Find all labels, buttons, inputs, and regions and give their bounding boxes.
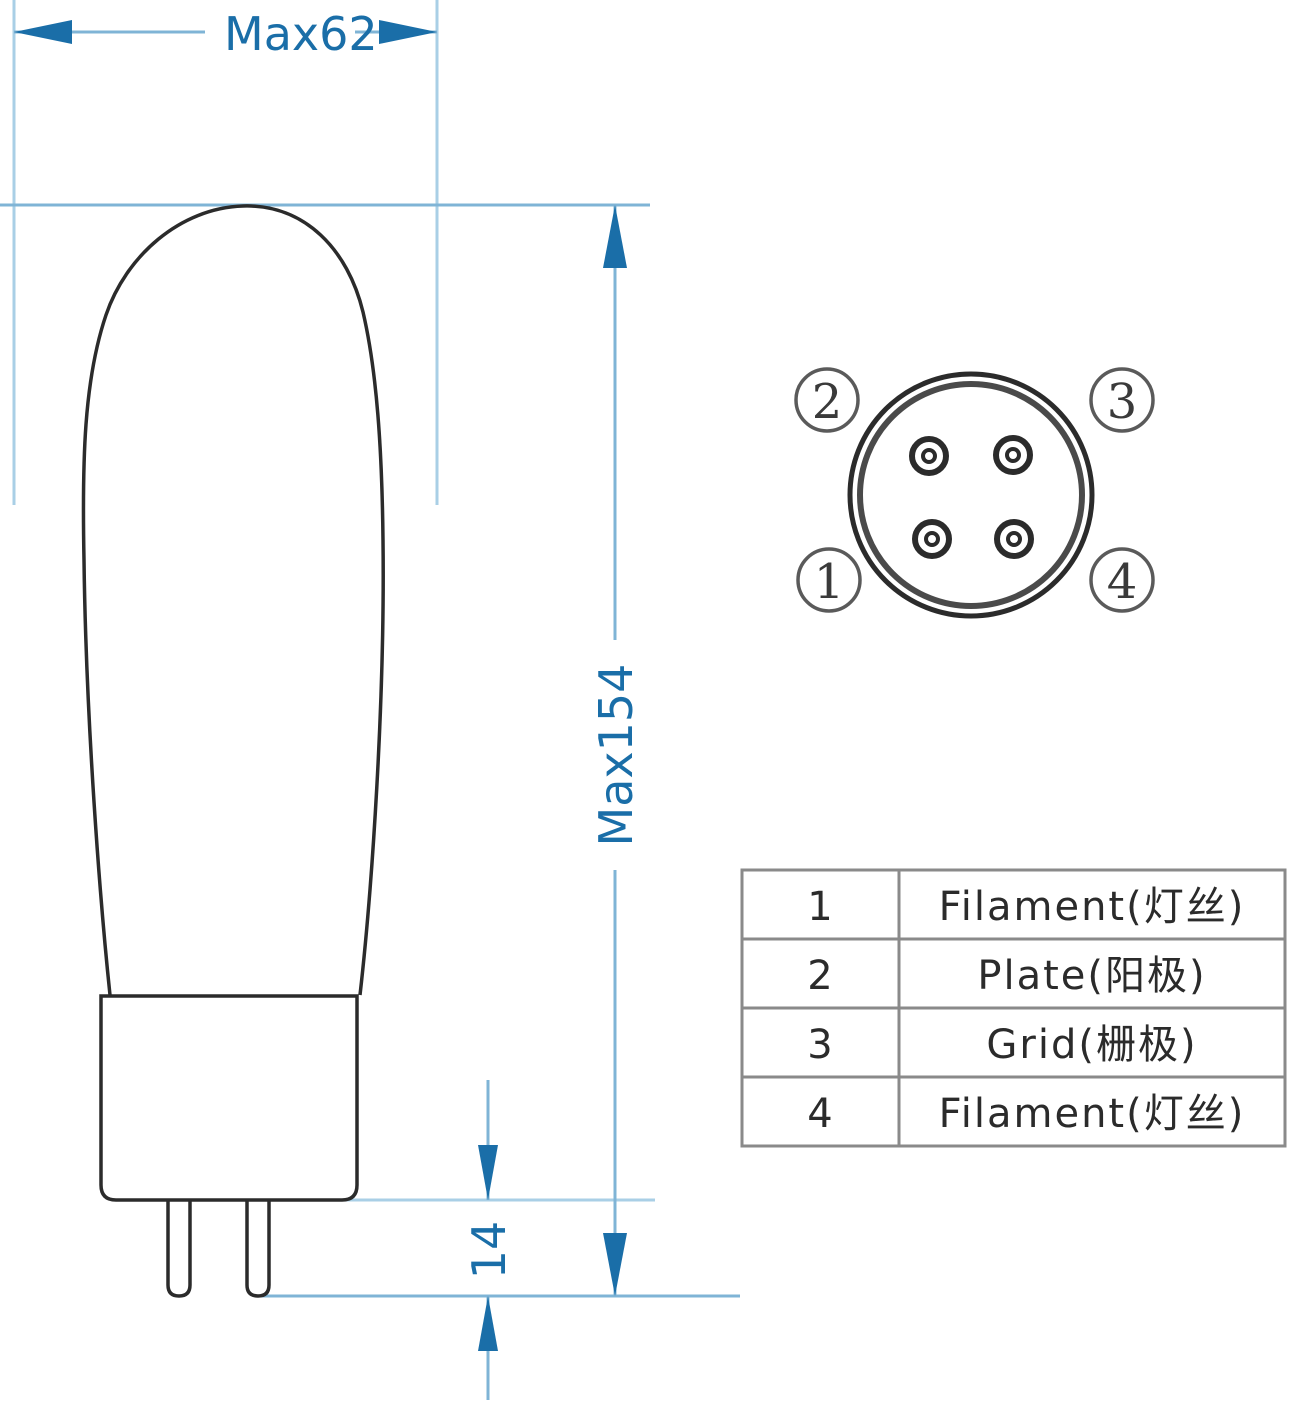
pin-callout-1: 1 [796, 547, 862, 613]
pin-base-view: 2 3 1 4 [794, 367, 1155, 619]
table-row: 1 Filament(灯丝) [807, 884, 1246, 930]
dim-width-label: Max62 [224, 7, 378, 61]
socket-pin-1-hole [912, 519, 952, 559]
tube-pin-right [245, 1200, 271, 1298]
table-cell-number: 3 [807, 1022, 832, 1068]
pin-callout-4: 4 [1089, 547, 1155, 613]
tube-envelope-outline [81, 204, 385, 996]
pin-callouts: 2 3 1 4 [794, 367, 1155, 613]
tube-elevation-view: Max62 Max154 14 [0, 0, 740, 1400]
pin-callout-2: 2 [794, 367, 860, 433]
pin-callout-2-label: 2 [812, 374, 843, 430]
pin-callout-3: 3 [1089, 367, 1155, 433]
pin-callout-4-label: 4 [1107, 554, 1138, 610]
socket-pins [909, 435, 1034, 559]
table-row: 4 Filament(灯丝) [807, 1091, 1246, 1137]
socket-pin-4-hole [994, 519, 1034, 559]
table-cell-function: Plate(阳极) [977, 953, 1206, 999]
dim-height-arrow-bottom [603, 1233, 627, 1296]
table-row: 2 Plate(阳极) [807, 953, 1206, 999]
dim-height-label: Max154 [589, 664, 643, 847]
extension-lines [12, 0, 439, 505]
dim-width-arrow-left [14, 20, 72, 44]
dim-width-arrow-right [379, 20, 437, 44]
dim-pin-arrow-top [478, 1145, 498, 1200]
tube-base-block [99, 994, 359, 1202]
dimension-height: Max154 [589, 205, 643, 1296]
socket-pin-3-hole [993, 435, 1033, 475]
dim-height-arrow-top [603, 205, 627, 268]
table-row: 3 Grid(栅极) [807, 1022, 1197, 1068]
socket-pin-2-hole [909, 436, 949, 476]
dim-pin-arrow-bottom [478, 1296, 498, 1351]
table-cell-number: 2 [807, 953, 832, 999]
pin-callout-3-label: 3 [1107, 374, 1138, 430]
table-cell-number: 1 [807, 884, 832, 930]
table-cell-function: Filament(灯丝) [939, 1091, 1246, 1137]
tube-pin-left [166, 1200, 192, 1298]
dim-pin-label: 14 [462, 1221, 516, 1280]
socket-outer-ring [847, 371, 1095, 619]
socket-inner-ring [857, 381, 1085, 609]
table-cell-function: Grid(栅极) [986, 1022, 1197, 1068]
dimension-pin-length: 14 [462, 1080, 516, 1400]
table-cell-function: Filament(灯丝) [939, 884, 1246, 930]
table-cell-number: 4 [807, 1091, 832, 1137]
pin-function-table: 1 Filament(灯丝) 2 Plate(阳极) 3 Grid(栅极) 4 … [740, 868, 1287, 1148]
pin-callout-1-label: 1 [814, 554, 845, 610]
table-grid [740, 868, 1287, 1148]
dimension-width: Max62 [14, 7, 437, 61]
